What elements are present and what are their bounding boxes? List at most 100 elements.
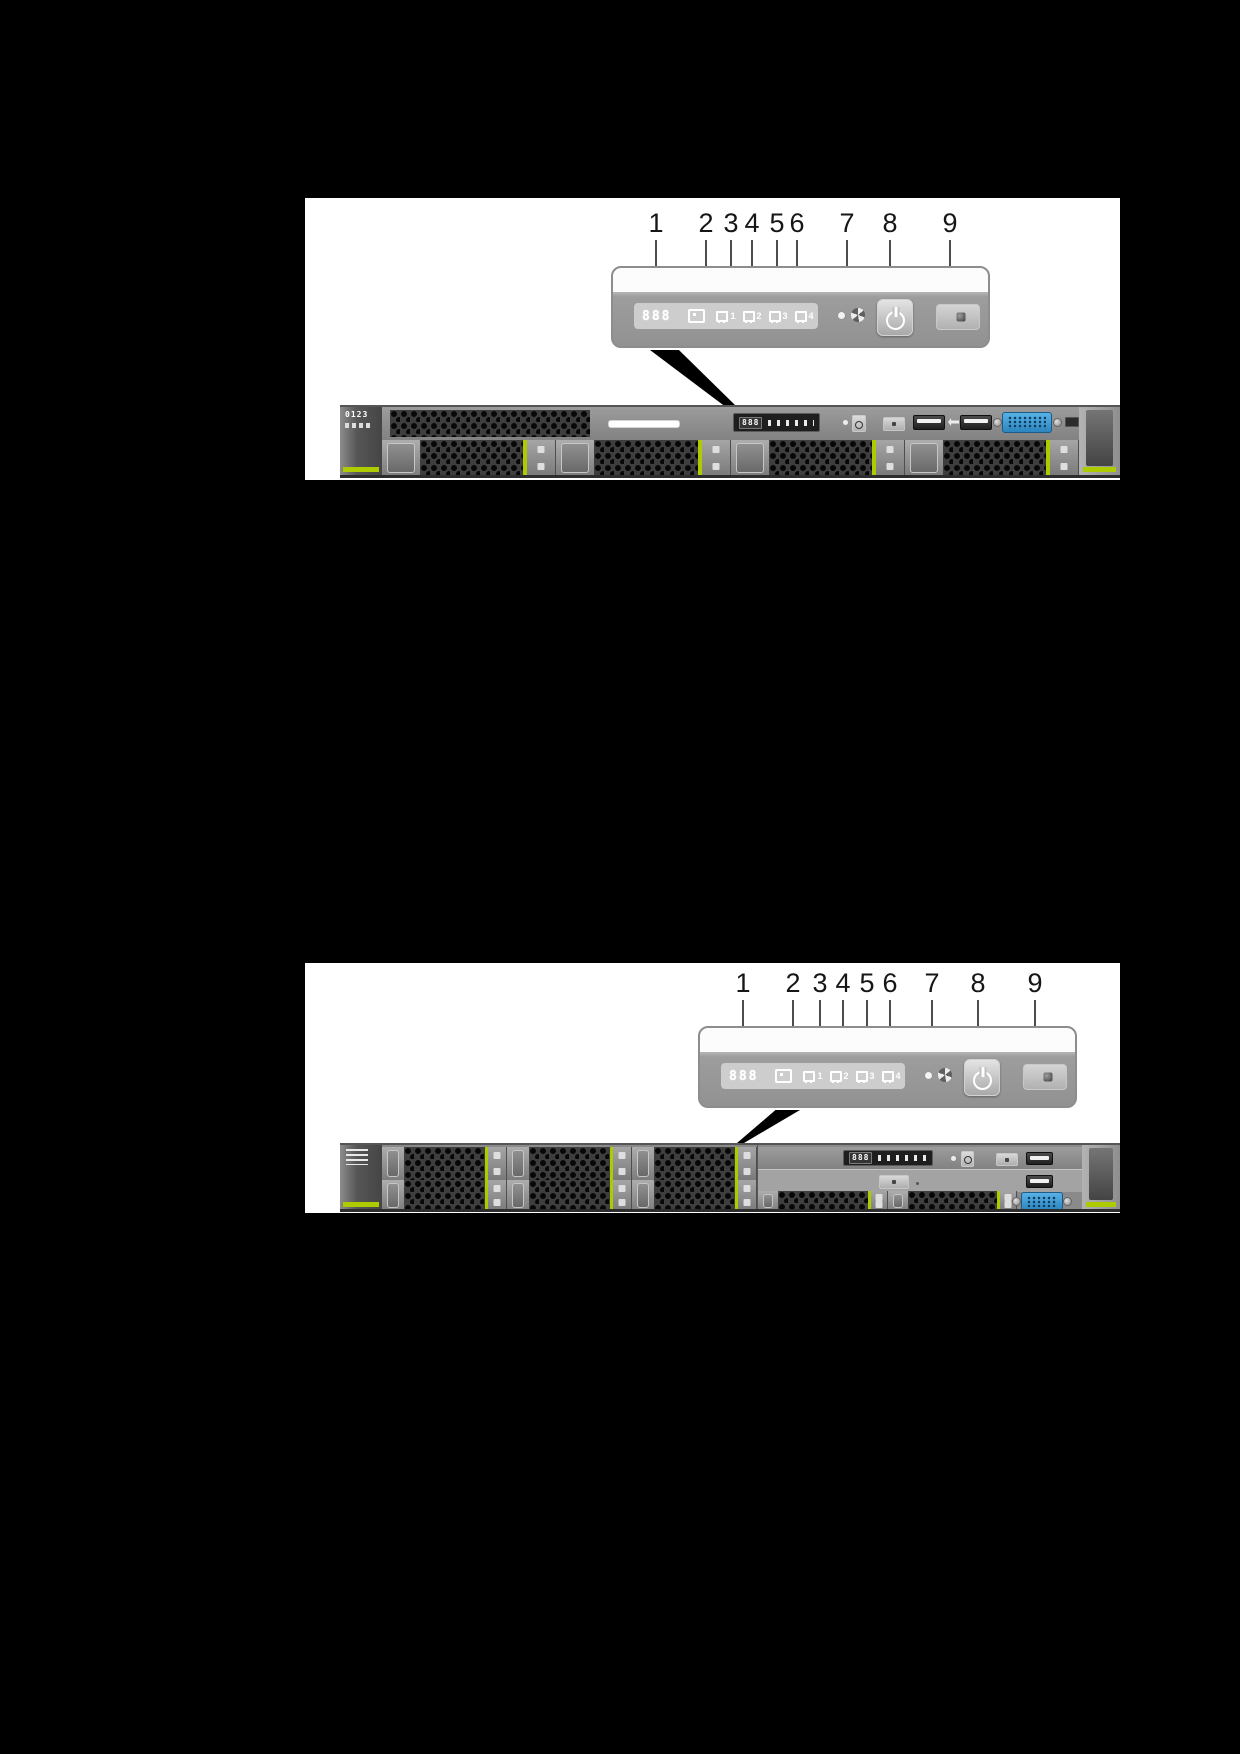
drive-latch-green xyxy=(867,1191,871,1211)
drive-bay xyxy=(730,440,905,476)
vga-screw xyxy=(1012,1197,1021,1206)
nic-link-icon xyxy=(829,1070,842,1083)
power-button xyxy=(877,299,913,336)
drive-mesh xyxy=(594,440,698,476)
drive-handle xyxy=(875,440,904,476)
chassis-section-divider xyxy=(757,1145,758,1211)
port-label-icon xyxy=(1065,417,1079,427)
drive-bay xyxy=(556,440,731,476)
drive-bay xyxy=(382,1147,507,1180)
drive-bay-row xyxy=(382,1147,757,1180)
rack-ear-right xyxy=(1079,407,1120,478)
vga-port-icon xyxy=(1002,412,1052,433)
usb-port xyxy=(960,415,992,430)
drive-handle xyxy=(738,1147,756,1180)
drive-mesh xyxy=(778,1191,868,1211)
drive-latch-green xyxy=(610,1147,613,1180)
uid-button-icon xyxy=(837,310,846,320)
power-button-icon xyxy=(886,310,905,330)
drive-carrier xyxy=(382,1147,404,1180)
ear-latch-green xyxy=(1083,467,1116,472)
power-button-icon xyxy=(973,1070,992,1090)
zoom-arrow xyxy=(737,1110,800,1143)
fault-diagnosis-display-mini: 888 xyxy=(739,416,763,429)
power-button-mini xyxy=(852,415,866,432)
nic-indicator: 2 xyxy=(829,1070,849,1083)
drive-bay xyxy=(382,440,557,476)
drive-latch-green xyxy=(610,1180,613,1211)
rack-ear-right xyxy=(1082,1145,1120,1212)
drive-carrier xyxy=(556,440,595,476)
nic-number: 3 xyxy=(869,1070,875,1081)
callout-number: 5 xyxy=(769,208,785,238)
drive-latch-green xyxy=(1046,440,1050,476)
drive-handle xyxy=(488,1180,506,1211)
vent-mesh xyxy=(390,410,590,437)
drive-bay xyxy=(758,1191,888,1211)
nic-number: 3 xyxy=(782,310,788,321)
drive-latch-green xyxy=(735,1180,738,1211)
nic-number: 2 xyxy=(756,310,762,321)
nic-link-icon xyxy=(881,1070,894,1083)
callout-number: 9 xyxy=(1027,968,1043,998)
chassis-led-panel: 888 xyxy=(843,1150,933,1166)
ear-label-marks xyxy=(345,423,373,428)
drive-carrier xyxy=(632,1147,654,1180)
drive-carrier xyxy=(758,1191,778,1211)
drive-handle xyxy=(488,1147,506,1180)
nic-link-icon xyxy=(716,310,729,323)
callout-number: 9 xyxy=(942,208,958,238)
nic-link-icon xyxy=(742,310,755,323)
usb-port xyxy=(1026,1175,1053,1188)
drive-mesh xyxy=(907,1191,997,1211)
callout-number: 6 xyxy=(789,208,805,238)
callout-number: 1 xyxy=(735,968,751,998)
uid-button-icon xyxy=(843,420,848,425)
led-indicator-strip: 888 1 2 3 4 xyxy=(634,303,818,329)
nic-number: 1 xyxy=(817,1070,823,1081)
chassis-bottom-edge xyxy=(340,475,1120,478)
drive-mesh xyxy=(420,440,524,476)
drive-mesh xyxy=(654,1147,735,1180)
nic-number: 1 xyxy=(730,310,736,321)
drive-bay xyxy=(904,440,1079,476)
control-panel-zoom: 888 1 2 3 4 xyxy=(611,266,990,348)
chassis-led-panel: 888 xyxy=(733,413,820,432)
nic-link-icon xyxy=(794,310,807,323)
fault-diagnosis-display: 888 xyxy=(642,308,672,324)
drive-handle xyxy=(1050,440,1078,476)
usb-port xyxy=(1026,1152,1053,1165)
drive-carrier xyxy=(507,1147,529,1180)
drive-latch-green xyxy=(735,1147,738,1180)
nic-indicator: 3 xyxy=(855,1070,875,1083)
panel-button-mini xyxy=(996,1153,1018,1166)
drive-handle xyxy=(613,1180,631,1211)
chassis-top-strip: 888 xyxy=(382,407,1079,440)
power-button xyxy=(964,1059,1000,1096)
vga-screw xyxy=(1063,1197,1072,1206)
panel-button-mini xyxy=(883,417,905,431)
health-status-icon xyxy=(775,1069,793,1083)
drive-mesh xyxy=(942,440,1046,476)
nic-indicator: 4 xyxy=(881,1070,901,1083)
nic-indicator: 1 xyxy=(803,1070,823,1083)
health-status-icon xyxy=(688,309,706,323)
figure-front-panel-2u: 1 2 3 4 5 6 7 8 9 888 1 xyxy=(305,963,1120,1213)
callout-number: 2 xyxy=(698,208,714,238)
callout-number: 3 xyxy=(723,208,739,238)
usb-symbol-icon xyxy=(948,418,959,426)
drive-bay xyxy=(887,1191,1017,1211)
usb-port xyxy=(913,415,945,430)
callout-number: 4 xyxy=(835,968,851,998)
callout-number: 2 xyxy=(785,968,801,998)
drive-bay xyxy=(507,1180,632,1211)
drive-bay-row xyxy=(758,1191,1017,1211)
figure-front-panel-1u: 1 2 3 4 5 6 7 8 9 888 1 xyxy=(305,198,1120,480)
callout-number: 8 xyxy=(970,968,986,998)
drive-carrier xyxy=(904,440,943,476)
fault-diagnosis-display: 888 xyxy=(729,1068,759,1084)
panel-button-icon xyxy=(1043,1072,1053,1082)
slide-out-label-plate xyxy=(608,420,680,428)
nic-number: 4 xyxy=(808,310,814,321)
drive-bay xyxy=(632,1180,757,1211)
